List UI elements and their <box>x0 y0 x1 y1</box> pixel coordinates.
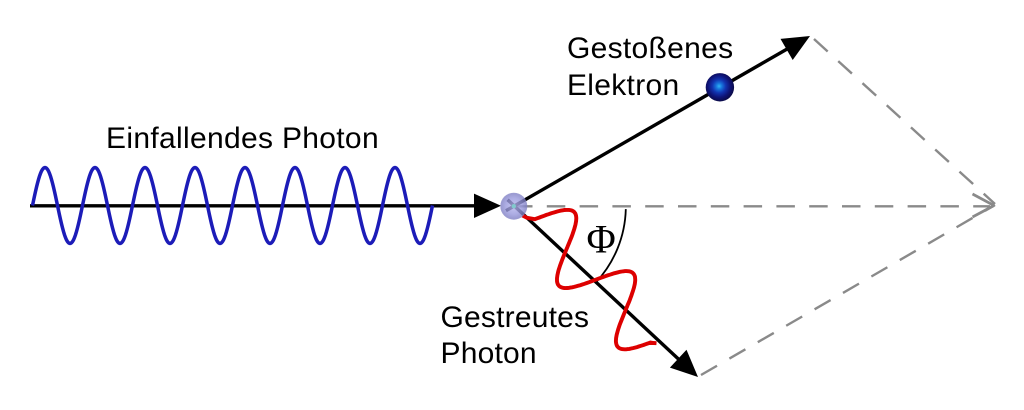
svg-text:Φ: Φ <box>587 217 616 262</box>
svg-text:Elektron: Elektron <box>567 69 679 102</box>
svg-text:Gestreutes: Gestreutes <box>441 301 590 334</box>
svg-text:Einfallendes Photon: Einfallendes Photon <box>106 122 379 155</box>
svg-text:Gestoßenes: Gestoßenes <box>567 32 733 65</box>
svg-text:Photon: Photon <box>441 337 537 370</box>
